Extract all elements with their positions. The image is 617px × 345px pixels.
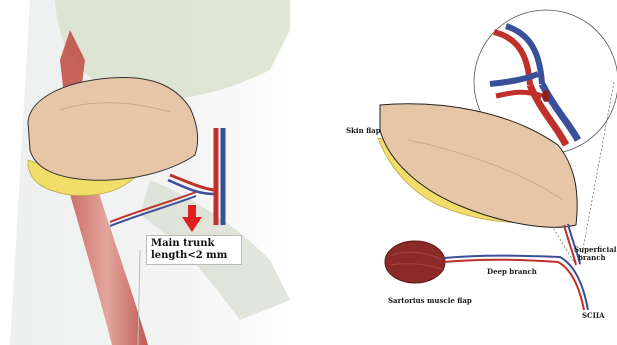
label-sartorius-muscle-flap: Sartorius muscle flap bbox=[388, 297, 472, 305]
label-sciia: SCIIA bbox=[582, 312, 605, 320]
left-illustration: Main trunk length<2 mm bbox=[0, 0, 300, 345]
main-trunk-callout: Main trunk length<2 mm bbox=[146, 235, 242, 265]
red-arrow-shaft bbox=[188, 205, 196, 217]
callout-line-2: length<2 mm bbox=[151, 250, 237, 262]
left-anatomy-drawing bbox=[0, 0, 300, 345]
label-skin-flap: Skin flap bbox=[346, 127, 381, 135]
skin-flap bbox=[28, 77, 198, 180]
inset-vessel-lumen bbox=[542, 90, 550, 102]
label-deep-branch: Deep branch bbox=[487, 268, 537, 276]
sartorius-muscle-flap bbox=[385, 241, 445, 283]
callout-line-1: Main trunk bbox=[151, 238, 237, 250]
right-anatomy-drawing bbox=[318, 0, 617, 345]
label-superficial-branch-2: branch bbox=[578, 254, 606, 262]
right-illustration: Skin flap Superficial branch Deep branch… bbox=[318, 0, 617, 345]
